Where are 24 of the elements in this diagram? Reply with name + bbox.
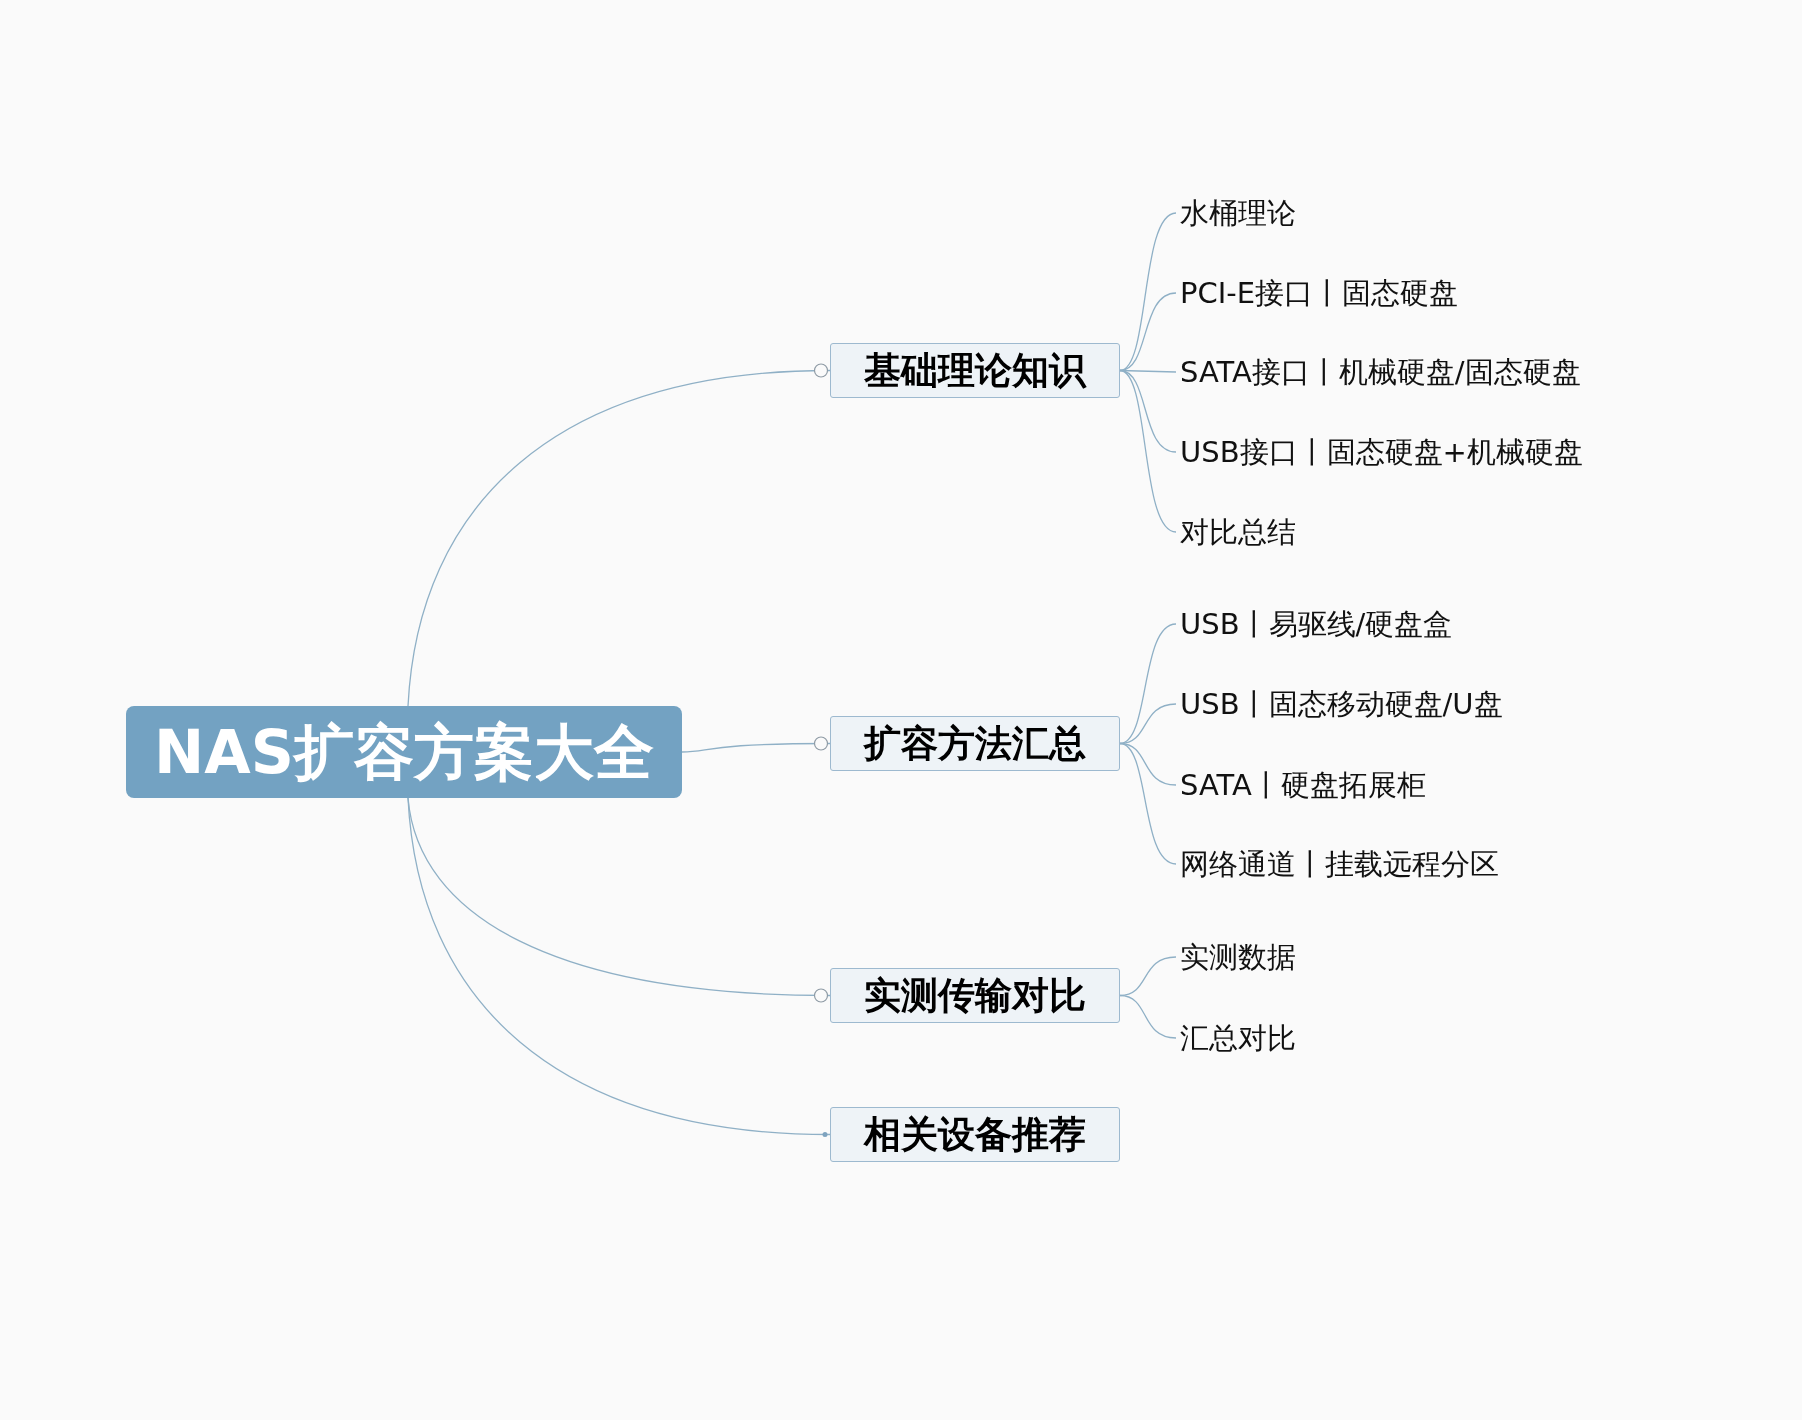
subtopic-text: USB接口丨固态硬盘+机械硬盘: [1180, 437, 1583, 467]
topic-box: 扩容方法汇总: [830, 716, 1120, 771]
root-topic-box: NAS扩容方案大全: [126, 706, 682, 798]
connector-line: [681, 742, 831, 753]
subtopic-text: 汇总对比: [1180, 1023, 1296, 1053]
subtopic-text: 实测数据: [1180, 942, 1296, 972]
connector-line: [1119, 292, 1177, 372]
topic-box: 相关设备推荐: [830, 1107, 1120, 1162]
subtopic-text: 水桶理论: [1180, 198, 1296, 228]
topic-box: 实测传输对比: [830, 968, 1120, 1023]
subtopic-text: PCI-E接口丨固态硬盘: [1180, 278, 1459, 308]
subtopic-text: SATA接口丨机械硬盘/固态硬盘: [1180, 357, 1581, 387]
topic-box: 基础理论知识: [830, 343, 1120, 398]
subtopic-text: 对比总结: [1180, 517, 1296, 547]
subtopic-text: SATA丨硬盘拓展柜: [1180, 770, 1426, 800]
connector-line: [1119, 369, 1177, 533]
connector-line: [1119, 994, 1177, 1039]
connector-line: [407, 797, 831, 1136]
subtopic-text: 网络通道丨挂载远程分区: [1180, 849, 1499, 879]
connector-line: [1119, 742, 1177, 865]
subtopic-text: USB丨固态移动硬盘/U盘: [1180, 689, 1503, 719]
connector-line: [407, 369, 831, 707]
connector-line: [1119, 623, 1177, 745]
subtopic-text: USB丨易驱线/硬盘盒: [1180, 609, 1453, 639]
